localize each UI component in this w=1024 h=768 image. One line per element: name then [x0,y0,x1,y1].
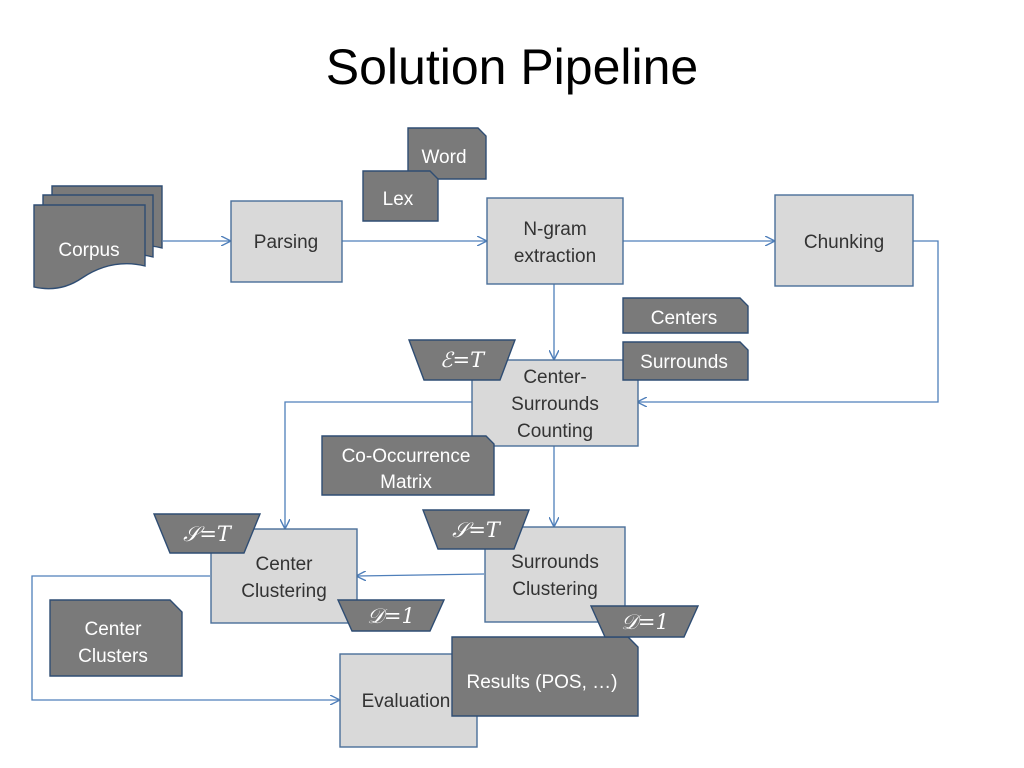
surrounds-label: Surrounds [640,352,728,373]
corpus-node: Corpus [33,185,163,290]
parsing-label: Parsing [254,232,318,253]
results-label: Results (POS, …) [467,672,618,693]
results-document: Results (POS, …) [451,636,639,717]
center-clustering-line-2: Clustering [241,581,327,602]
e-equals-t-label: ℰ=T [440,348,486,372]
corpus-label: Corpus [58,240,119,261]
d-equals-1-param-right: 𝒟=1 [589,605,700,638]
word-document: Word [407,127,487,180]
s-equals-t-param-right: 𝒮=T [421,509,531,550]
parsing-node: Parsing [230,200,343,283]
edge-surrounds-center [357,574,485,576]
slide-title: Solution Pipeline [325,39,699,95]
edge-chunking-counting [638,240,939,402]
d-equals-1-param-left: 𝒟=1 [336,599,446,632]
surrounds-clustering-line-1: Surrounds [511,552,599,573]
s-equals-t-right-label: 𝒮=T [452,518,502,542]
surrounds-clustering-line-2: Clustering [512,579,598,600]
lex-document: Lex [362,170,439,222]
center-clustering-line-1: Center [255,554,313,575]
edge-center-evaluation [31,575,339,700]
s-equals-t-left-label: 𝒮=T [183,522,233,546]
cooccurrence-line-1: Co-Occurrence [342,446,471,467]
chunking-node: Chunking [774,194,914,287]
center-clusters-line-2: Clusters [78,646,148,667]
center-clusters-line-1: Center [84,619,142,640]
ngram-line-2: extraction [514,246,596,267]
s-equals-t-param-left: 𝒮=T [152,513,262,554]
d-equals-1-right-label: 𝒟=1 [621,610,669,634]
evaluation-label: Evaluation [362,691,451,712]
cooccurrence-line-2: Matrix [380,472,432,493]
cooccurrence-matrix-document: Co-Occurrence Matrix [321,435,495,496]
center-clusters-document: Center Clusters [49,599,183,677]
centers-document: Centers [622,297,749,334]
connectors [31,240,939,700]
counting-line-2: Surrounds [511,394,599,415]
counting-line-1: Center- [523,367,586,388]
word-label: Word [421,147,466,168]
surrounds-document: Surrounds [622,341,749,381]
centers-label: Centers [651,308,718,329]
d-equals-1-left-label: 𝒟=1 [367,604,415,628]
e-equals-t-param: ℰ=T [407,339,517,381]
lex-label: Lex [383,189,414,210]
chunking-label: Chunking [804,232,884,253]
ngram-line-1: N-gram [523,219,586,240]
counting-line-3: Counting [517,421,593,442]
ngram-extraction-node: N-gram extraction [486,197,624,285]
edge-counting-centerclustering [285,401,472,528]
